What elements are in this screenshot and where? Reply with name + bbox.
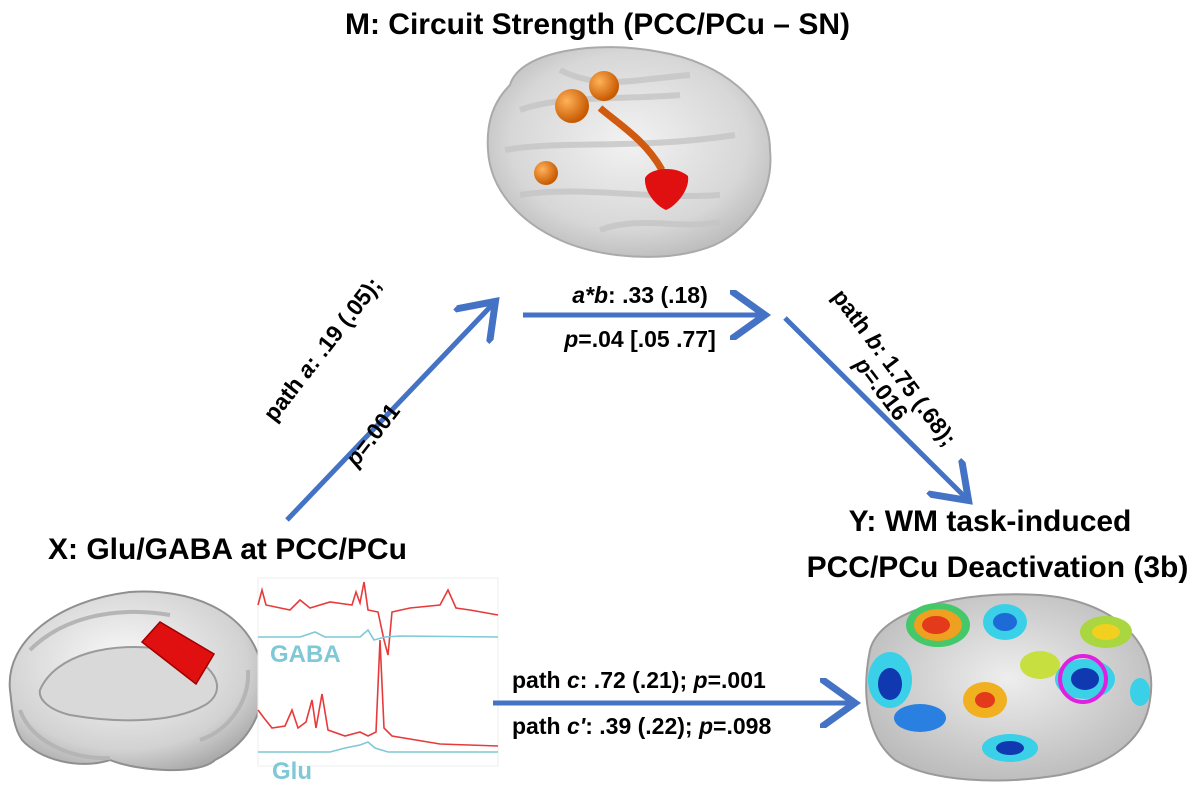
node-sphere — [555, 89, 589, 123]
path-c-prime-p-value: =.098 — [713, 713, 772, 739]
path-c-value: : .72 (.21); — [579, 667, 694, 693]
gaba-label: GABA — [270, 641, 341, 668]
arrow-path-a — [285, 305, 492, 522]
glu-label: Glu — [272, 758, 312, 785]
indirect-effect-p-label: p=.04 [.05 .77] — [520, 326, 760, 353]
node-sphere — [534, 161, 558, 185]
activation-brain-image — [865, 593, 1153, 782]
p-symbol: p — [693, 667, 708, 693]
highlight-circle — [1058, 654, 1108, 704]
p-symbol: p — [564, 326, 579, 352]
path-c-p-value: =.001 — [707, 667, 766, 693]
indirect-effect-label: a*b: .33 (.18) — [540, 282, 740, 309]
path-c-letter: c — [566, 667, 580, 693]
p-symbol: p — [698, 713, 714, 739]
medial-brain-image — [8, 590, 264, 772]
pcc-roi — [140, 621, 216, 686]
mediator-title: M: Circuit Strength (PCC/PCu – SN) — [344, 8, 850, 41]
path-c-prime-label: path c': .39 (.22); p=.098 — [512, 713, 771, 740]
ab-p-value: =.04 [.05 .77] — [578, 326, 716, 352]
sn-roi — [644, 169, 689, 210]
path-c-prime-prefix: path — [512, 713, 567, 739]
y-title-line1: Y: WM task-induced — [848, 505, 1132, 538]
ab-symbol: a*b — [572, 282, 609, 308]
path-c-prime-letter: c' — [566, 713, 586, 739]
mrs-spectra — [257, 577, 499, 767]
path-c-prime-value: : .39 (.22); — [585, 713, 699, 739]
path-c-label: path c: .72 (.21); p=.001 — [512, 667, 766, 694]
ab-value: : .33 (.18) — [608, 282, 708, 308]
node-sphere — [589, 71, 619, 101]
path-c-prefix: path — [512, 667, 567, 693]
arrow-path-b — [783, 316, 965, 497]
x-title: X: Glu/GABA at PCC/PCu — [48, 533, 407, 566]
glass-brain-image — [486, 46, 772, 258]
y-title-line2: PCC/PCu Deactivation (3b) — [806, 551, 1189, 584]
